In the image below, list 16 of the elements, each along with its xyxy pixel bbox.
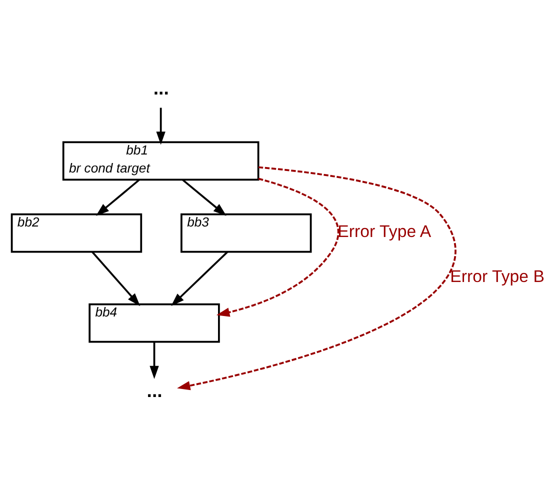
node-box: bb1 br cond target [62,140,260,180]
node-box: bb3 [180,212,312,252]
arrow [150,342,159,379]
edge-label: Error Type A [338,222,432,241]
arrow [171,250,228,306]
node-text: ... [153,76,169,98]
arrow [182,178,226,216]
node-box: bb2 [10,212,142,252]
arrow [92,250,140,306]
arrow [156,107,166,144]
arrow [96,178,140,216]
arrow [216,177,340,316]
node-box: bb4 [88,302,220,342]
arrow [177,166,456,390]
node-text: ... [146,380,162,401]
edge-label: Error Type B [450,266,544,286]
